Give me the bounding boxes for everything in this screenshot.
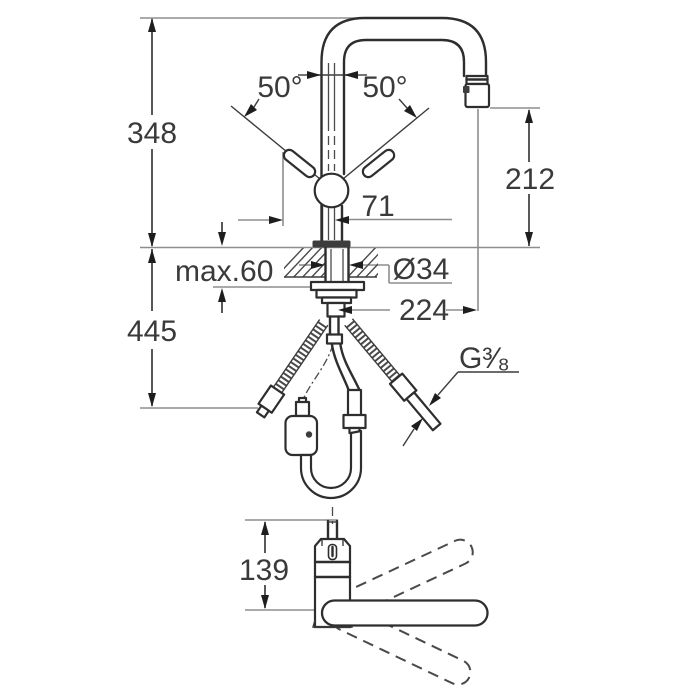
dim-lever-angle-left: 50°	[257, 71, 302, 104]
pullout-hose-assembly	[284, 315, 367, 500]
dim-hole-diameter: Ø34	[393, 253, 450, 286]
spray-button	[463, 86, 470, 93]
dim-supply-thread: G³⁄₈	[459, 342, 510, 375]
dimension-labels: 348 445 212 max.60 Ø34 224 71 139 50° 50…	[127, 71, 555, 587]
thread-pipe-g38	[405, 391, 442, 432]
lever-right-position	[361, 148, 396, 179]
faucet-body-base	[312, 204, 351, 248]
dim-below-deck-depth: 445	[127, 315, 177, 348]
base-flange	[312, 240, 351, 248]
mounting-shank	[309, 246, 366, 318]
supply-hose-right	[344, 318, 442, 432]
countertop-section	[284, 248, 378, 278]
lever-handle-group	[230, 105, 430, 209]
pullout-spray-head	[463, 74, 491, 109]
faucet-spout	[320, 16, 488, 245]
dimension-arrows	[148, 18, 533, 609]
handle-ball-joint	[313, 172, 350, 209]
hose-counterweight	[284, 414, 319, 457]
dim-spout-axis-offset: 139	[239, 554, 289, 587]
supply-hose-left	[255, 319, 329, 419]
dim-total-height: 348	[127, 117, 177, 150]
dim-max-counter-thickness: max.60	[175, 255, 273, 288]
spout-top-view	[320, 599, 489, 627]
hose-loop	[299, 429, 363, 500]
hose-connector	[346, 388, 363, 417]
dim-lever-angle-right: 50°	[362, 71, 407, 104]
dim-outlet-height: 212	[505, 163, 555, 196]
top-view-swivel	[312, 507, 489, 686]
dim-spout-reach: 224	[399, 294, 449, 327]
extension-lines	[140, 17, 540, 611]
lever-left-position	[282, 148, 317, 179]
dim-handle-clearance: 71	[361, 190, 394, 223]
